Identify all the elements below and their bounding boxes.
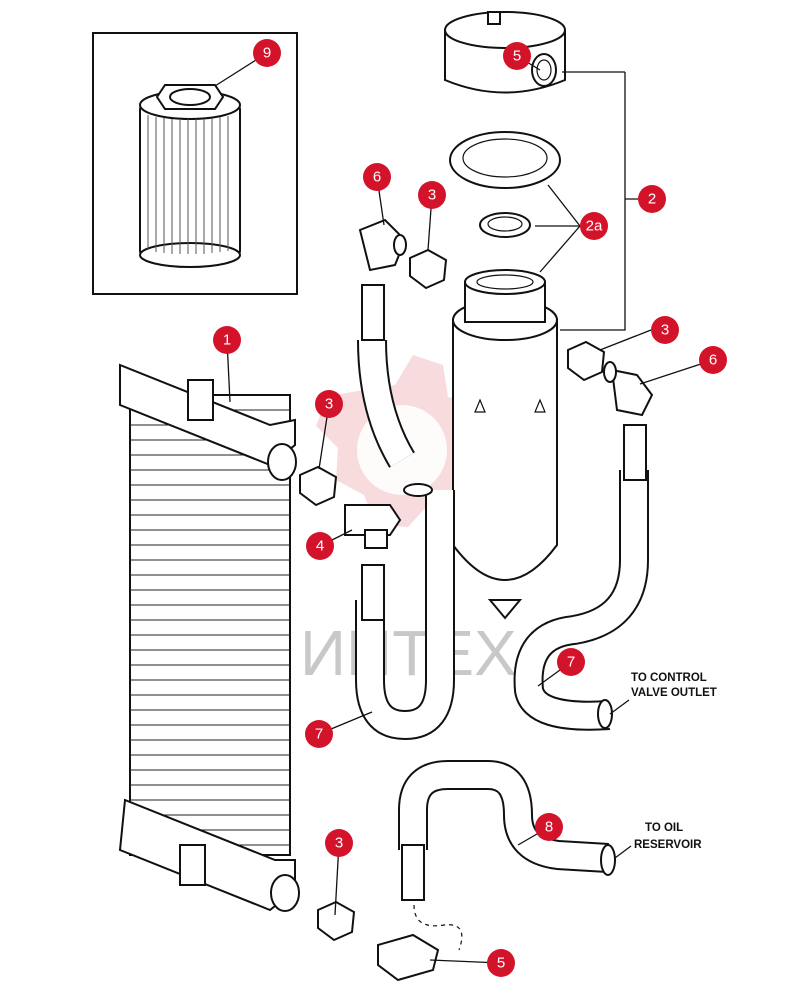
svg-text:1: 1 bbox=[223, 332, 231, 349]
callout-1: 1 bbox=[213, 326, 241, 354]
svg-text:3: 3 bbox=[428, 187, 436, 204]
note-reservoir-line1: TO OIL bbox=[645, 822, 683, 834]
callout-8: 8 bbox=[535, 813, 563, 841]
adapter-fittings bbox=[299, 248, 606, 982]
note-control-valve-line1: TO CONTROL bbox=[631, 672, 707, 684]
watermark-text: ИНТЕХ bbox=[300, 617, 517, 689]
hose-fittings bbox=[361, 284, 647, 901]
callout-3-right: 3 bbox=[651, 316, 679, 344]
tee-fitting bbox=[344, 504, 402, 549]
callout-5-top: 5 bbox=[503, 42, 531, 70]
note-reservoir-line2: RESERVOIR bbox=[634, 839, 702, 851]
callout-2: 2 bbox=[638, 185, 666, 213]
svg-text:5: 5 bbox=[513, 48, 521, 65]
elbow-fitting-left bbox=[358, 218, 407, 272]
callout-4: 4 bbox=[306, 532, 334, 560]
elbow-fitting-right bbox=[603, 361, 654, 417]
dashed-connector bbox=[413, 904, 463, 951]
svg-text:3: 3 bbox=[661, 322, 669, 339]
svg-text:5: 5 bbox=[497, 955, 505, 972]
svg-text:2: 2 bbox=[648, 191, 656, 208]
filter-element bbox=[139, 84, 241, 268]
svg-text:7: 7 bbox=[567, 654, 575, 671]
svg-text:6: 6 bbox=[709, 352, 717, 369]
svg-text:4: 4 bbox=[316, 538, 324, 555]
callout-3-lower: 3 bbox=[325, 829, 353, 857]
hose-reservoir bbox=[398, 760, 616, 876]
callout-6-right: 6 bbox=[699, 346, 727, 374]
callout-6-left: 6 bbox=[363, 163, 391, 191]
svg-text:7: 7 bbox=[315, 726, 323, 743]
filter-housing bbox=[452, 269, 558, 620]
callout-2a: 2a bbox=[580, 212, 608, 240]
svg-text:2a: 2a bbox=[586, 218, 603, 235]
svg-text:8: 8 bbox=[545, 819, 553, 836]
callout-3-upper: 3 bbox=[418, 181, 446, 209]
note-control-valve-line2: VALVE OUTLET bbox=[631, 687, 717, 699]
callout-9: 9 bbox=[253, 39, 281, 67]
svg-text:6: 6 bbox=[373, 169, 381, 186]
svg-text:9: 9 bbox=[263, 45, 271, 62]
callout-7-right: 7 bbox=[557, 648, 585, 676]
callout-5-lower: 5 bbox=[487, 949, 515, 977]
svg-text:3: 3 bbox=[335, 835, 343, 852]
hose-right bbox=[513, 470, 649, 731]
oil-cooler bbox=[118, 363, 300, 912]
svg-text:3: 3 bbox=[325, 396, 333, 413]
callout-7-left: 7 bbox=[305, 720, 333, 748]
seal-ring-large bbox=[449, 131, 561, 189]
hose-left bbox=[355, 339, 455, 741]
callout-3-mid: 3 bbox=[315, 390, 343, 418]
filter-element-inset-frame bbox=[92, 32, 298, 295]
